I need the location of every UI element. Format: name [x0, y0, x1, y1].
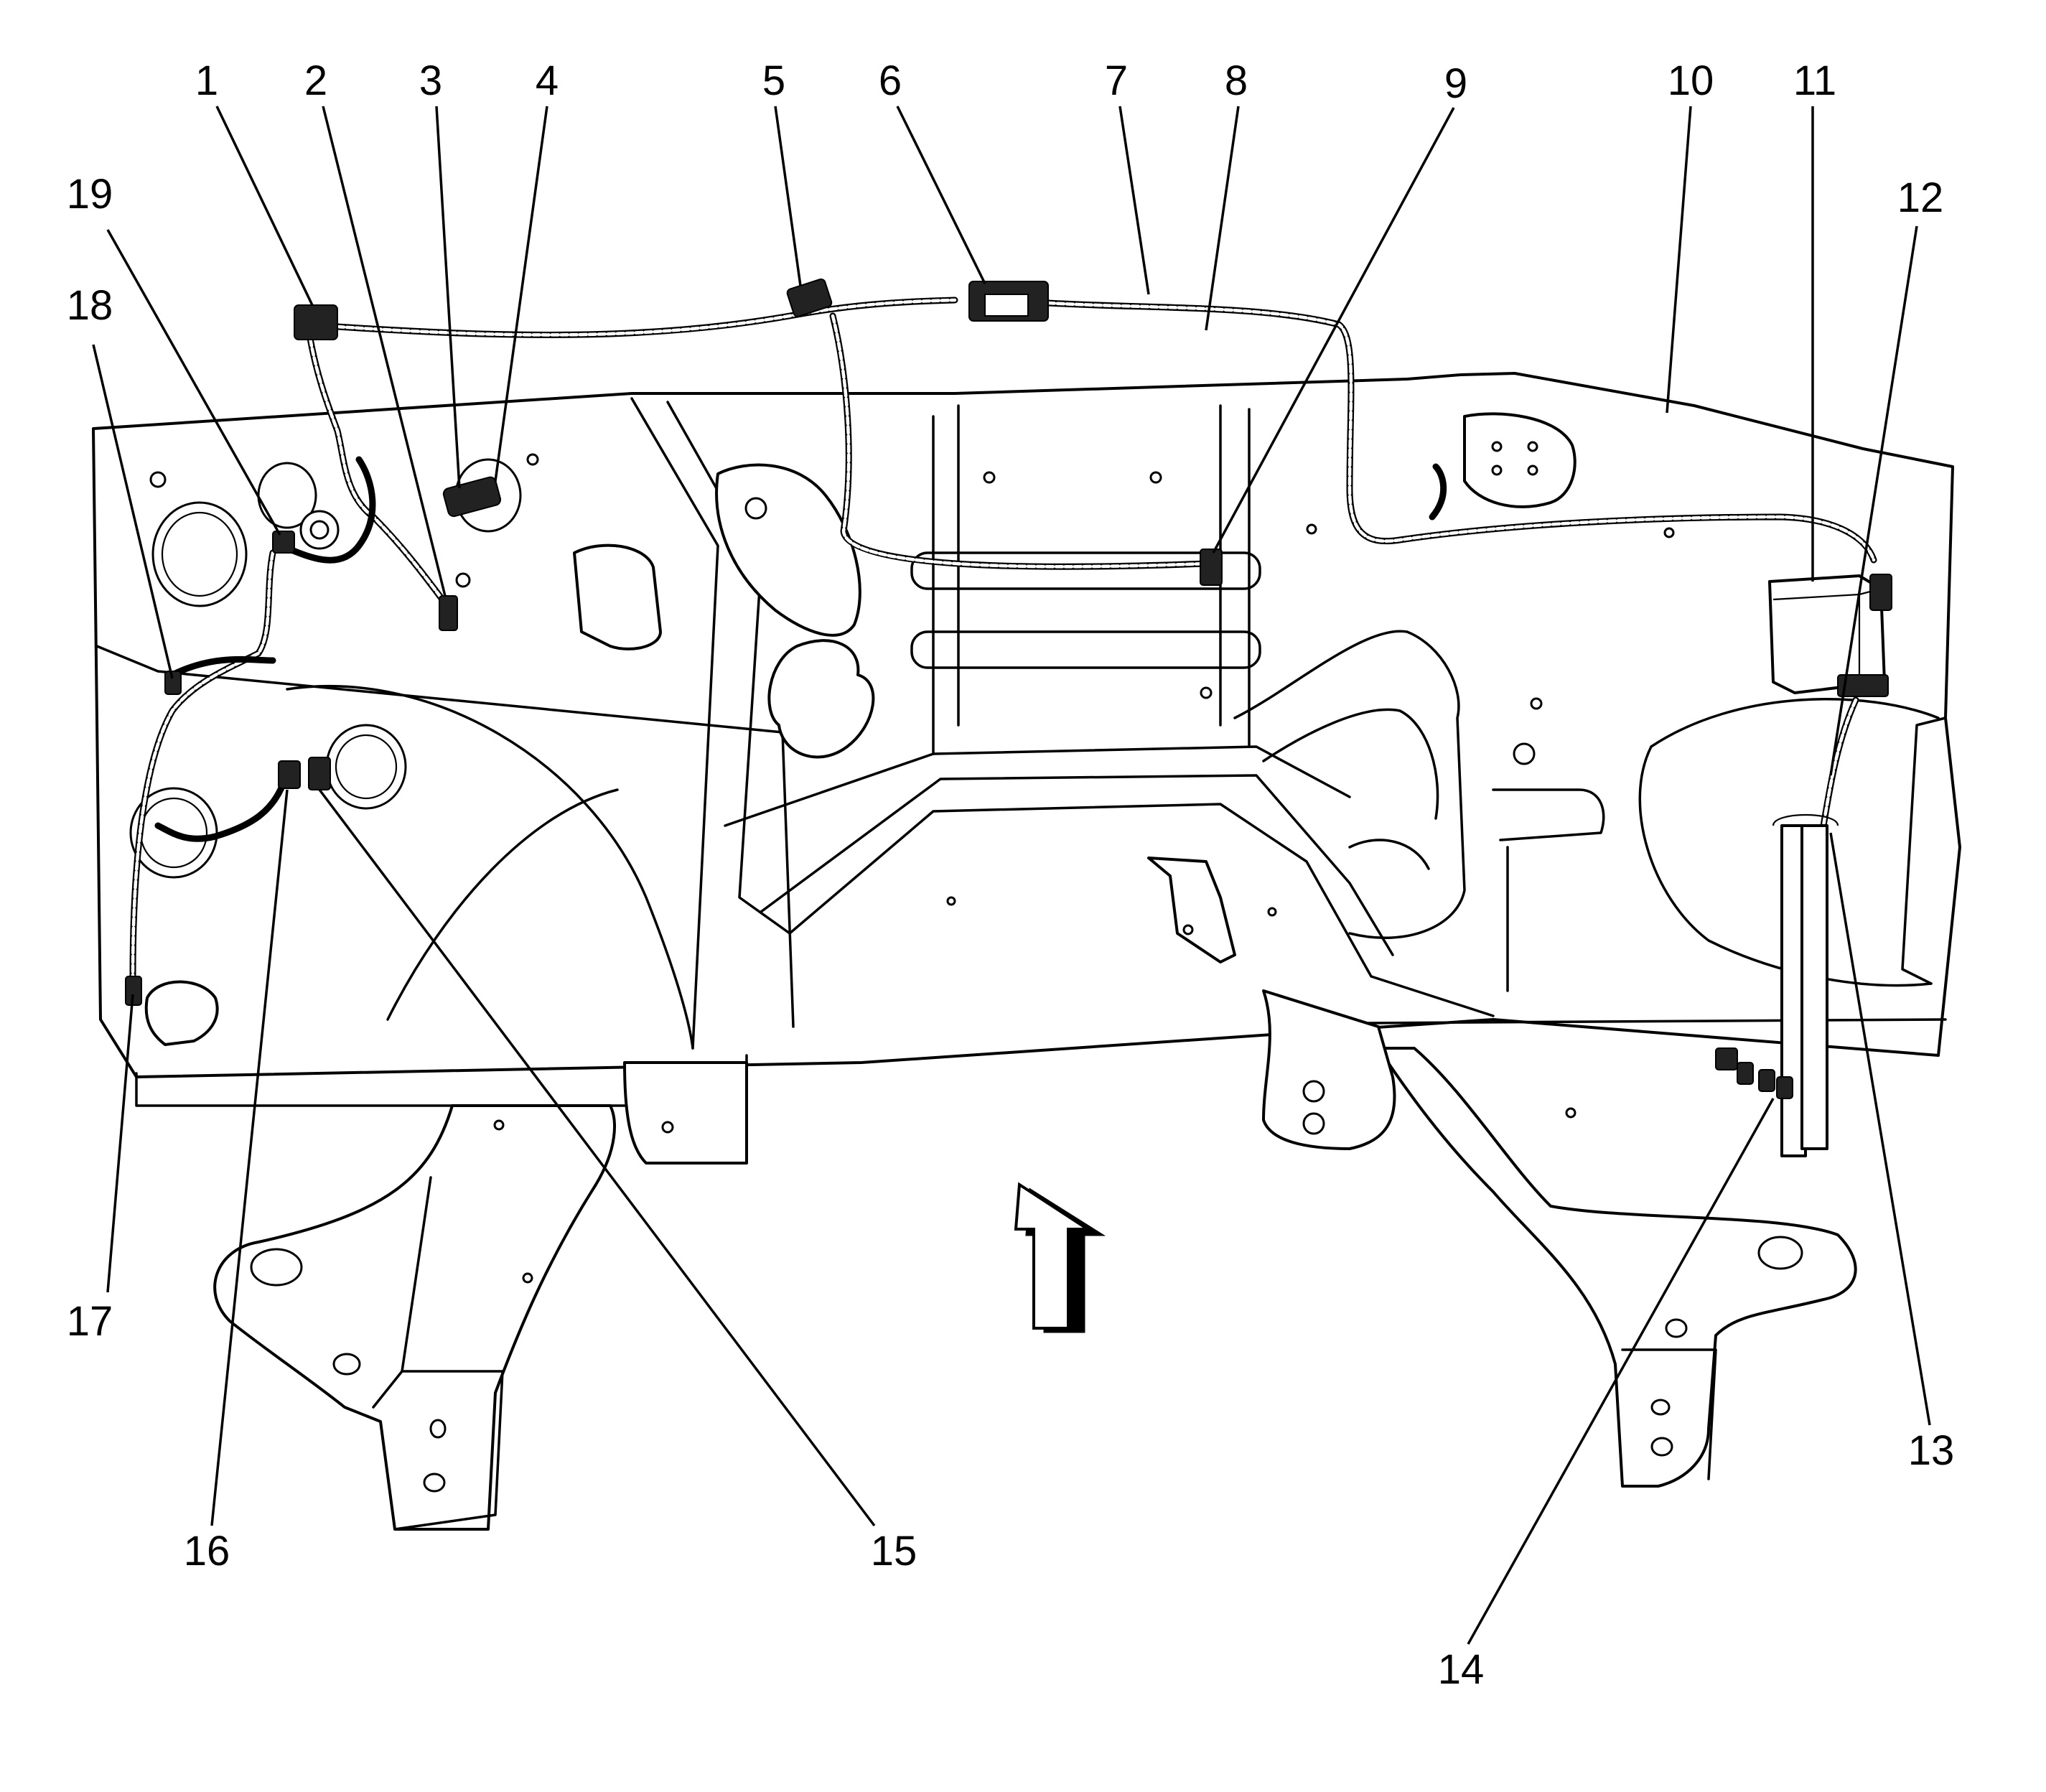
leader-lines	[92, 106, 1931, 1645]
leader-14	[1467, 1098, 1775, 1645]
right-floor-structure	[1233, 630, 1605, 992]
leader-16	[210, 789, 289, 1526]
callout-12: 12	[1897, 174, 1944, 221]
callout-6: 6	[879, 57, 902, 104]
leader-15	[318, 788, 876, 1527]
leader-10	[1666, 106, 1692, 414]
callout-14: 14	[1438, 1646, 1485, 1693]
callout-16: 16	[184, 1528, 230, 1574]
callout-15: 15	[871, 1528, 917, 1574]
callout-10: 10	[1668, 57, 1714, 104]
leader-4	[494, 106, 548, 482]
leader-19	[106, 229, 281, 536]
callout-19: 19	[67, 171, 113, 218]
leader-6	[896, 106, 986, 284]
dash-panel	[92, 372, 1961, 1107]
callout-5: 5	[762, 57, 785, 104]
callout-18: 18	[67, 282, 113, 329]
forward-arrow-icon	[1014, 1182, 1106, 1333]
leader-8	[1205, 106, 1240, 331]
callout-1: 1	[195, 57, 218, 104]
connectors	[125, 278, 1892, 1099]
leader-3	[435, 106, 461, 489]
wiring-harness	[129, 297, 1877, 1157]
leader-13	[1829, 832, 1931, 1426]
callout-13: 13	[1908, 1427, 1955, 1474]
callout-9: 9	[1444, 60, 1467, 107]
leader-18	[92, 344, 174, 679]
leader-9	[1212, 107, 1455, 554]
callout-8: 8	[1225, 57, 1248, 104]
callout-3: 3	[419, 57, 442, 104]
callout-7: 7	[1105, 57, 1128, 104]
leader-1	[215, 106, 314, 306]
callout-2: 2	[304, 57, 327, 104]
callout-labels: 1 2 3 4 5 6 7 8 9 10 11 12 13 14 15 16 1…	[67, 57, 1955, 1693]
callout-11: 11	[1793, 57, 1836, 104]
front-subframe	[213, 857, 1857, 1531]
leader-5	[774, 106, 802, 286]
leader-17	[106, 994, 134, 1293]
leader-2	[322, 106, 447, 597]
callout-17: 17	[67, 1298, 113, 1345]
leader-7	[1118, 106, 1150, 295]
callout-4: 4	[536, 57, 559, 104]
leader-12	[1829, 225, 1918, 776]
